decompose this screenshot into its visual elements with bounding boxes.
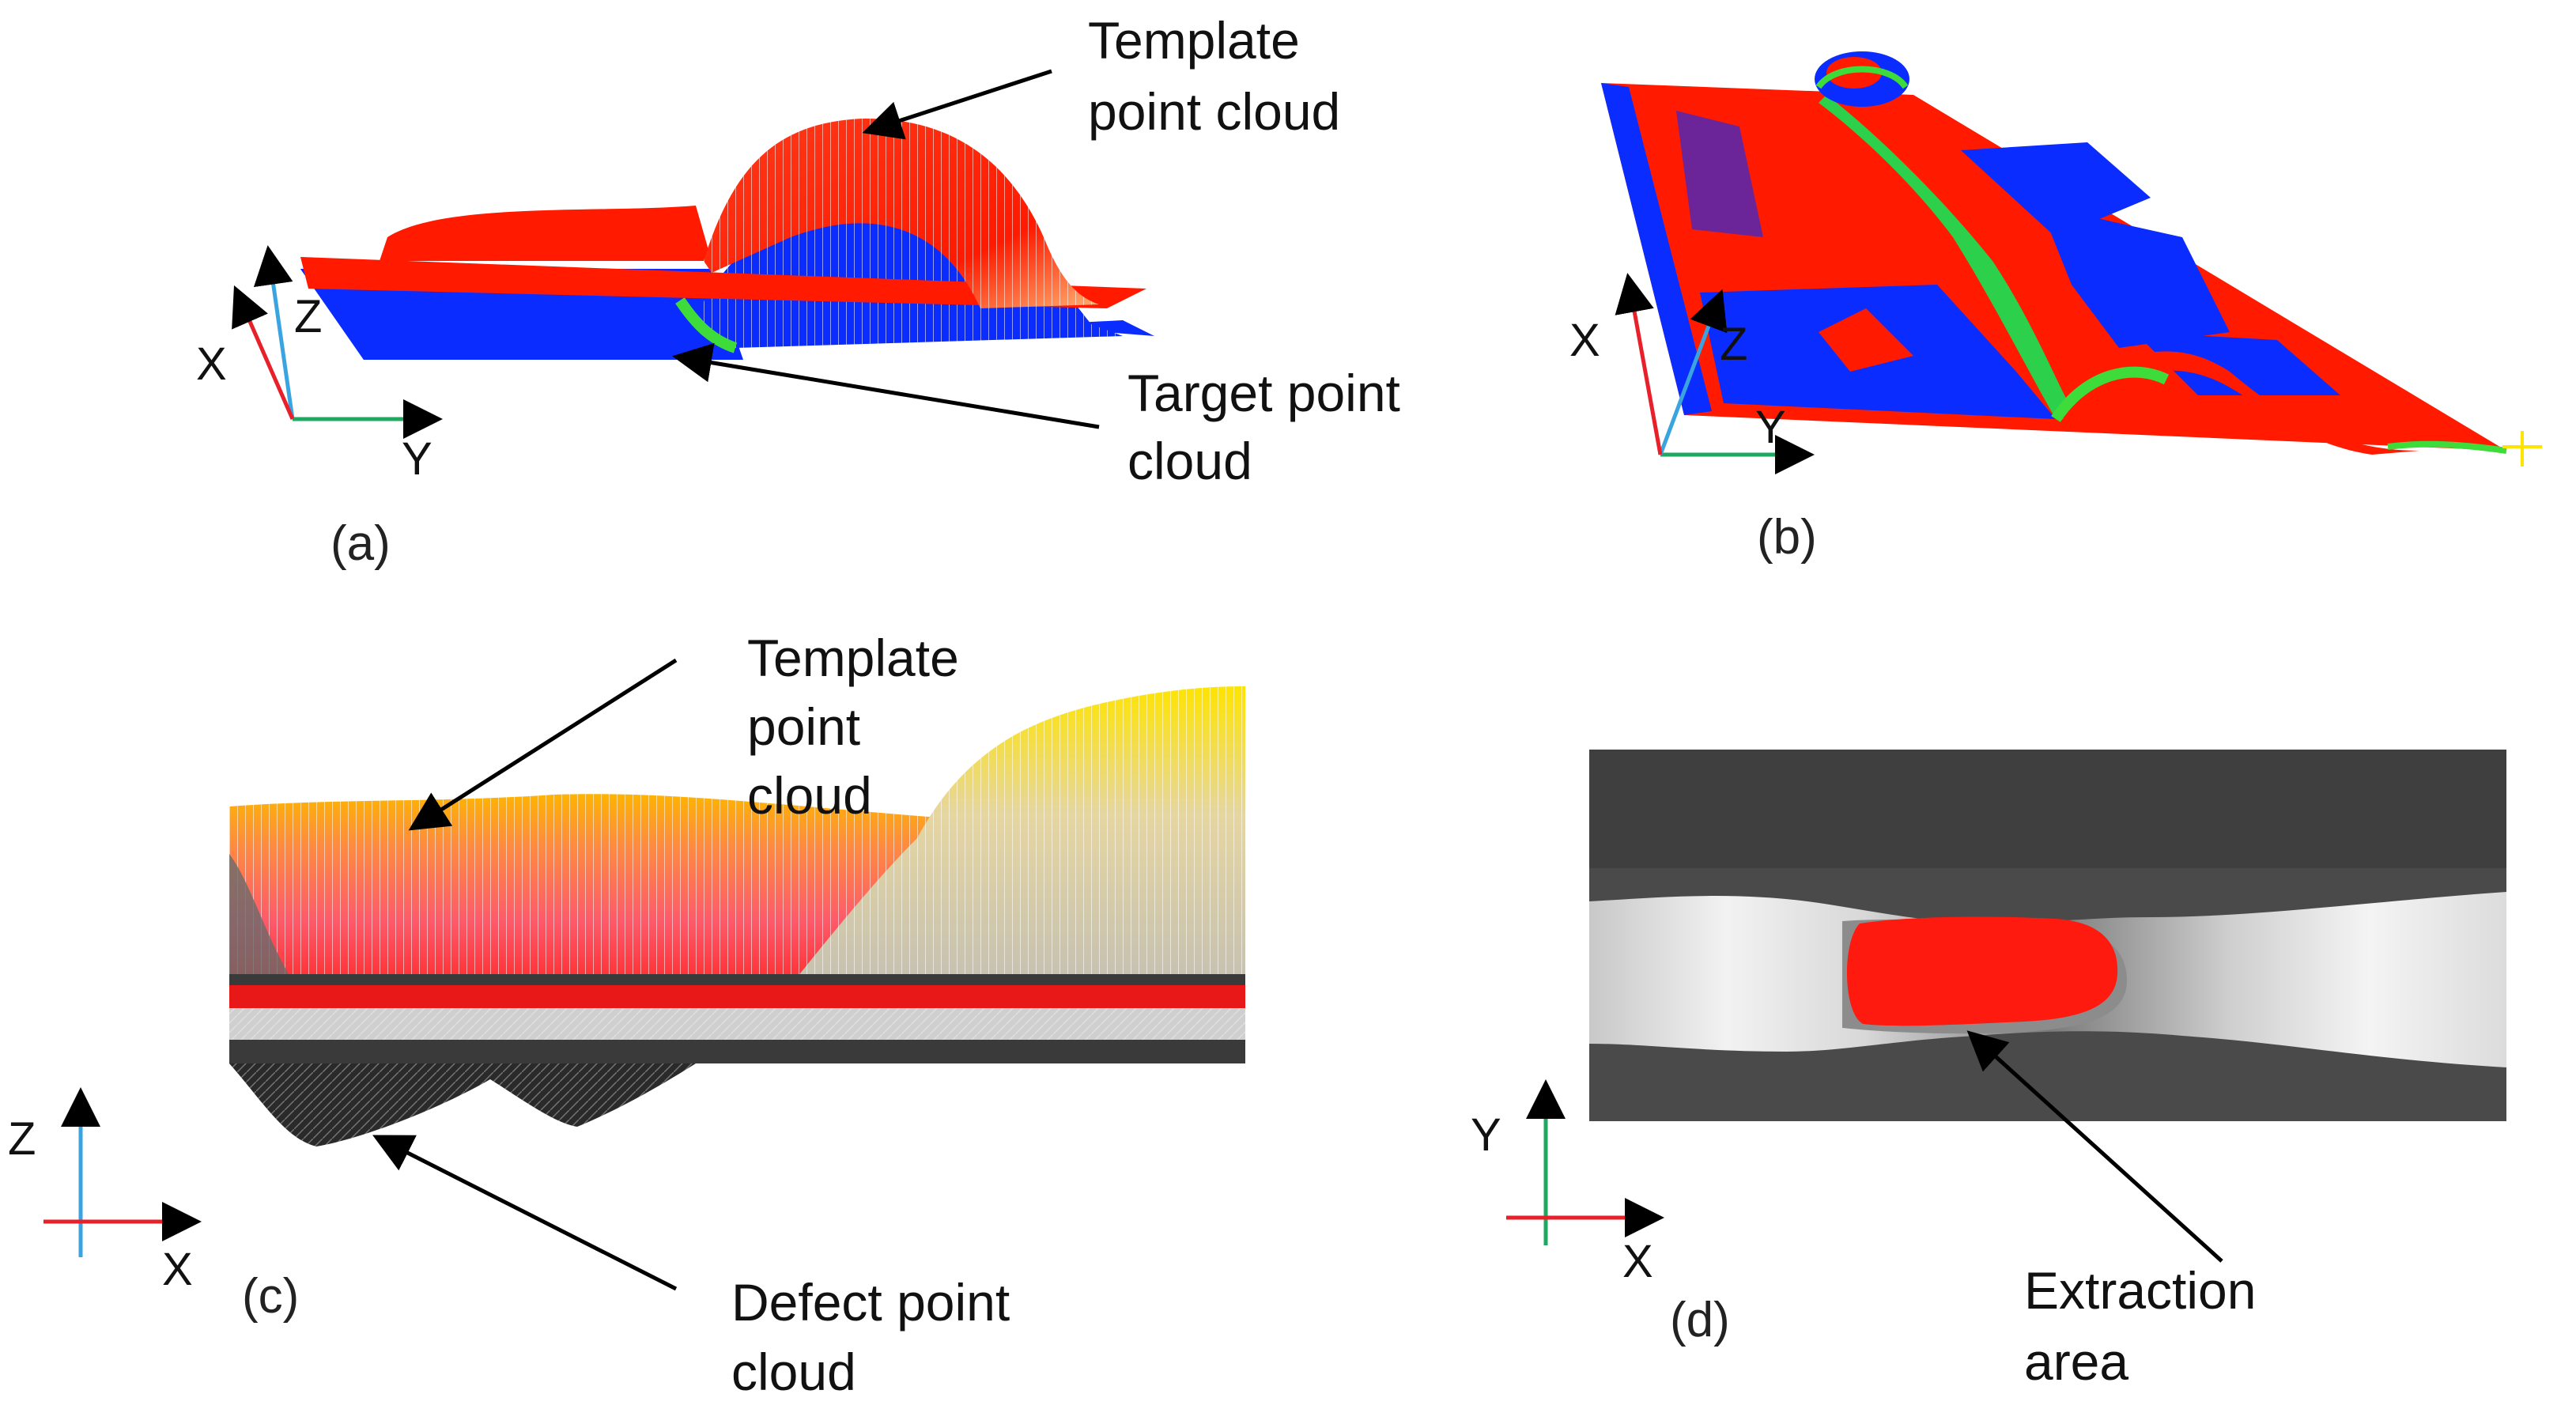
panel-d-label: (d) [1670, 1293, 1730, 1347]
panel-a-template-label-2: point cloud [1088, 82, 1340, 141]
panel-c-defect-arrow [372, 1135, 678, 1291]
panel-c-template-arrow [408, 658, 678, 831]
panel-a-template-label-1: Template [1088, 11, 1300, 70]
panel-d-extraction-label-2: area [2024, 1332, 2128, 1391]
panel-d-axes: Y X [1471, 1079, 1664, 1287]
panel-d-extraction-arrow [1966, 1030, 2223, 1263]
panel-b-axis-y: Y [1755, 402, 1786, 453]
panel-c-label: (c) [242, 1269, 299, 1324]
panel-c-pointcloud [229, 686, 1245, 1146]
panel-b-axes: Y Z X [1569, 273, 1815, 474]
panel-c-template-label-3: cloud [747, 766, 872, 825]
panel-c-axis-z: Z [8, 1113, 36, 1165]
panel-a-target-label-2: cloud [1127, 432, 1252, 490]
panel-b: Y Z X (b) [1569, 51, 2542, 565]
panel-a-pointcloud [300, 118, 1154, 360]
panel-c-template-label-2: point [747, 697, 860, 756]
panel-c-defect-label-2: cloud [731, 1343, 856, 1401]
panel-c-template-label-1: Template [747, 629, 959, 687]
panel-a-axis-z: Z [294, 291, 322, 342]
panel-c: Z X Template point cloud Defect point cl… [8, 629, 1245, 1401]
panel-b-axis-z: Z [1720, 319, 1747, 370]
panel-a-target-label-1: Target point [1127, 364, 1400, 422]
panel-c-axes: Z X [8, 1087, 202, 1295]
panel-a: Y Z X Template point cloud Target point … [196, 11, 1400, 571]
panel-a-axis-y: Y [402, 433, 432, 485]
panel-a-template-arrow [862, 69, 1052, 140]
panel-a-axes: Y Z X [196, 245, 443, 485]
panel-d-axis-x: X [1622, 1236, 1653, 1287]
panel-b-label: (b) [1757, 510, 1817, 565]
panel-c-axis-x: X [162, 1244, 193, 1295]
panel-c-defect-label-1: Defect point [731, 1273, 1010, 1332]
panel-b-axis-x: X [1569, 315, 1600, 366]
panel-d: Y X Extraction area (d) [1471, 750, 2506, 1391]
panel-d-extraction-label-1: Extraction [2024, 1261, 2256, 1320]
panel-d-axis-y: Y [1471, 1109, 1501, 1161]
panel-d-extraction-region [1846, 916, 2118, 1026]
panel-a-axis-x: X [196, 338, 227, 390]
panel-a-label: (a) [330, 516, 391, 571]
panel-a-target-arrow [672, 342, 1100, 429]
panel-b-pointcloud [1601, 51, 2542, 467]
